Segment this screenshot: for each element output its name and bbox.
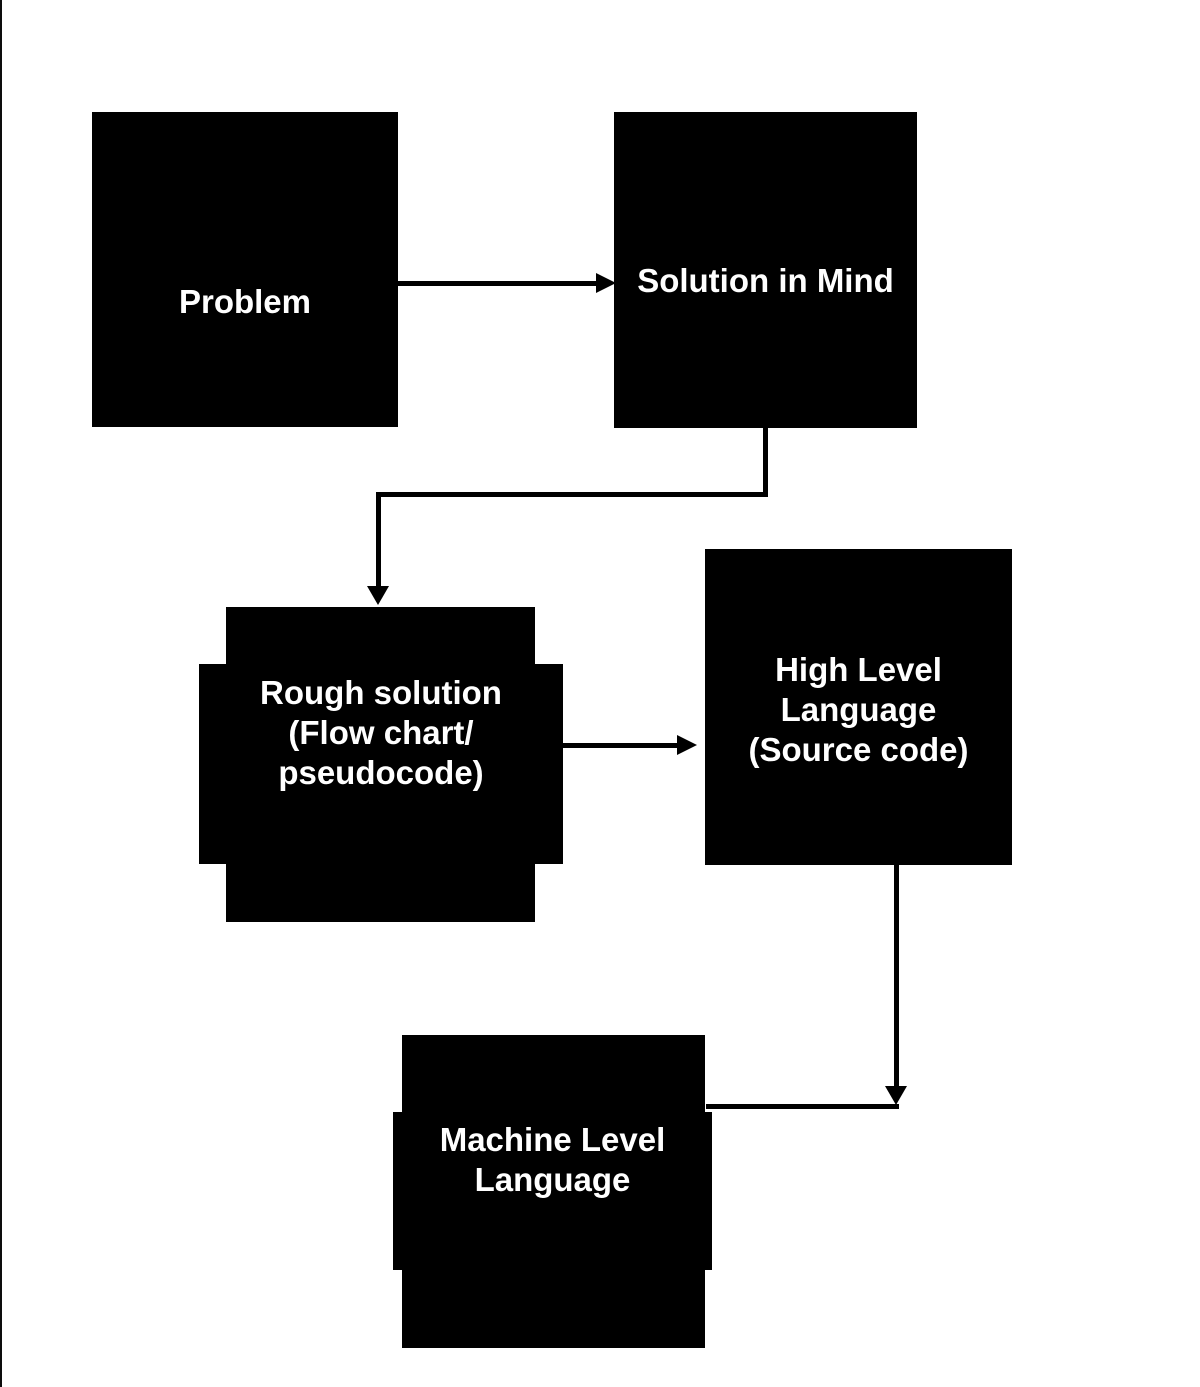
node-label-line: Language — [474, 1161, 631, 1198]
node-shape-horizontal — [393, 1112, 712, 1270]
node-machine-level-language: Machine Level Language — [393, 1035, 712, 1348]
arrowhead-right-icon — [596, 273, 616, 293]
node-label-line: High Level — [775, 651, 942, 688]
node-high-level-language: High Level Language (Source code) — [705, 549, 1012, 865]
node-label: Problem — [178, 283, 312, 320]
connector-segment — [376, 492, 768, 497]
arrowhead-right-icon — [677, 735, 697, 755]
node-label-line: pseudocode) — [278, 754, 484, 791]
connector-segment — [894, 865, 899, 1087]
node-solution-in-mind: Solution in Mind — [614, 112, 917, 428]
node-label-line: Rough solution — [260, 674, 502, 711]
node-label-line: Language — [780, 691, 937, 728]
arrowhead-down-icon — [885, 1086, 907, 1105]
node-label-line: (Flow chart/ — [288, 714, 474, 751]
node-label-line: Machine Level — [439, 1121, 666, 1158]
node-label: Solution in Mind — [637, 262, 894, 299]
arrowhead-down-icon — [367, 586, 389, 605]
node-rough-solution: Rough solution (Flow chart/ pseudocode) — [199, 607, 563, 922]
left-border-line — [0, 0, 2, 1387]
connector-segment — [398, 281, 596, 286]
connector-segment — [563, 743, 677, 748]
node-label-line: (Source code) — [748, 731, 969, 768]
node-problem: Problem — [92, 112, 398, 427]
connector-segment — [376, 492, 381, 588]
connector-segment — [763, 427, 768, 497]
node-shape-horizontal — [199, 664, 563, 864]
connector-segment — [706, 1104, 899, 1109]
